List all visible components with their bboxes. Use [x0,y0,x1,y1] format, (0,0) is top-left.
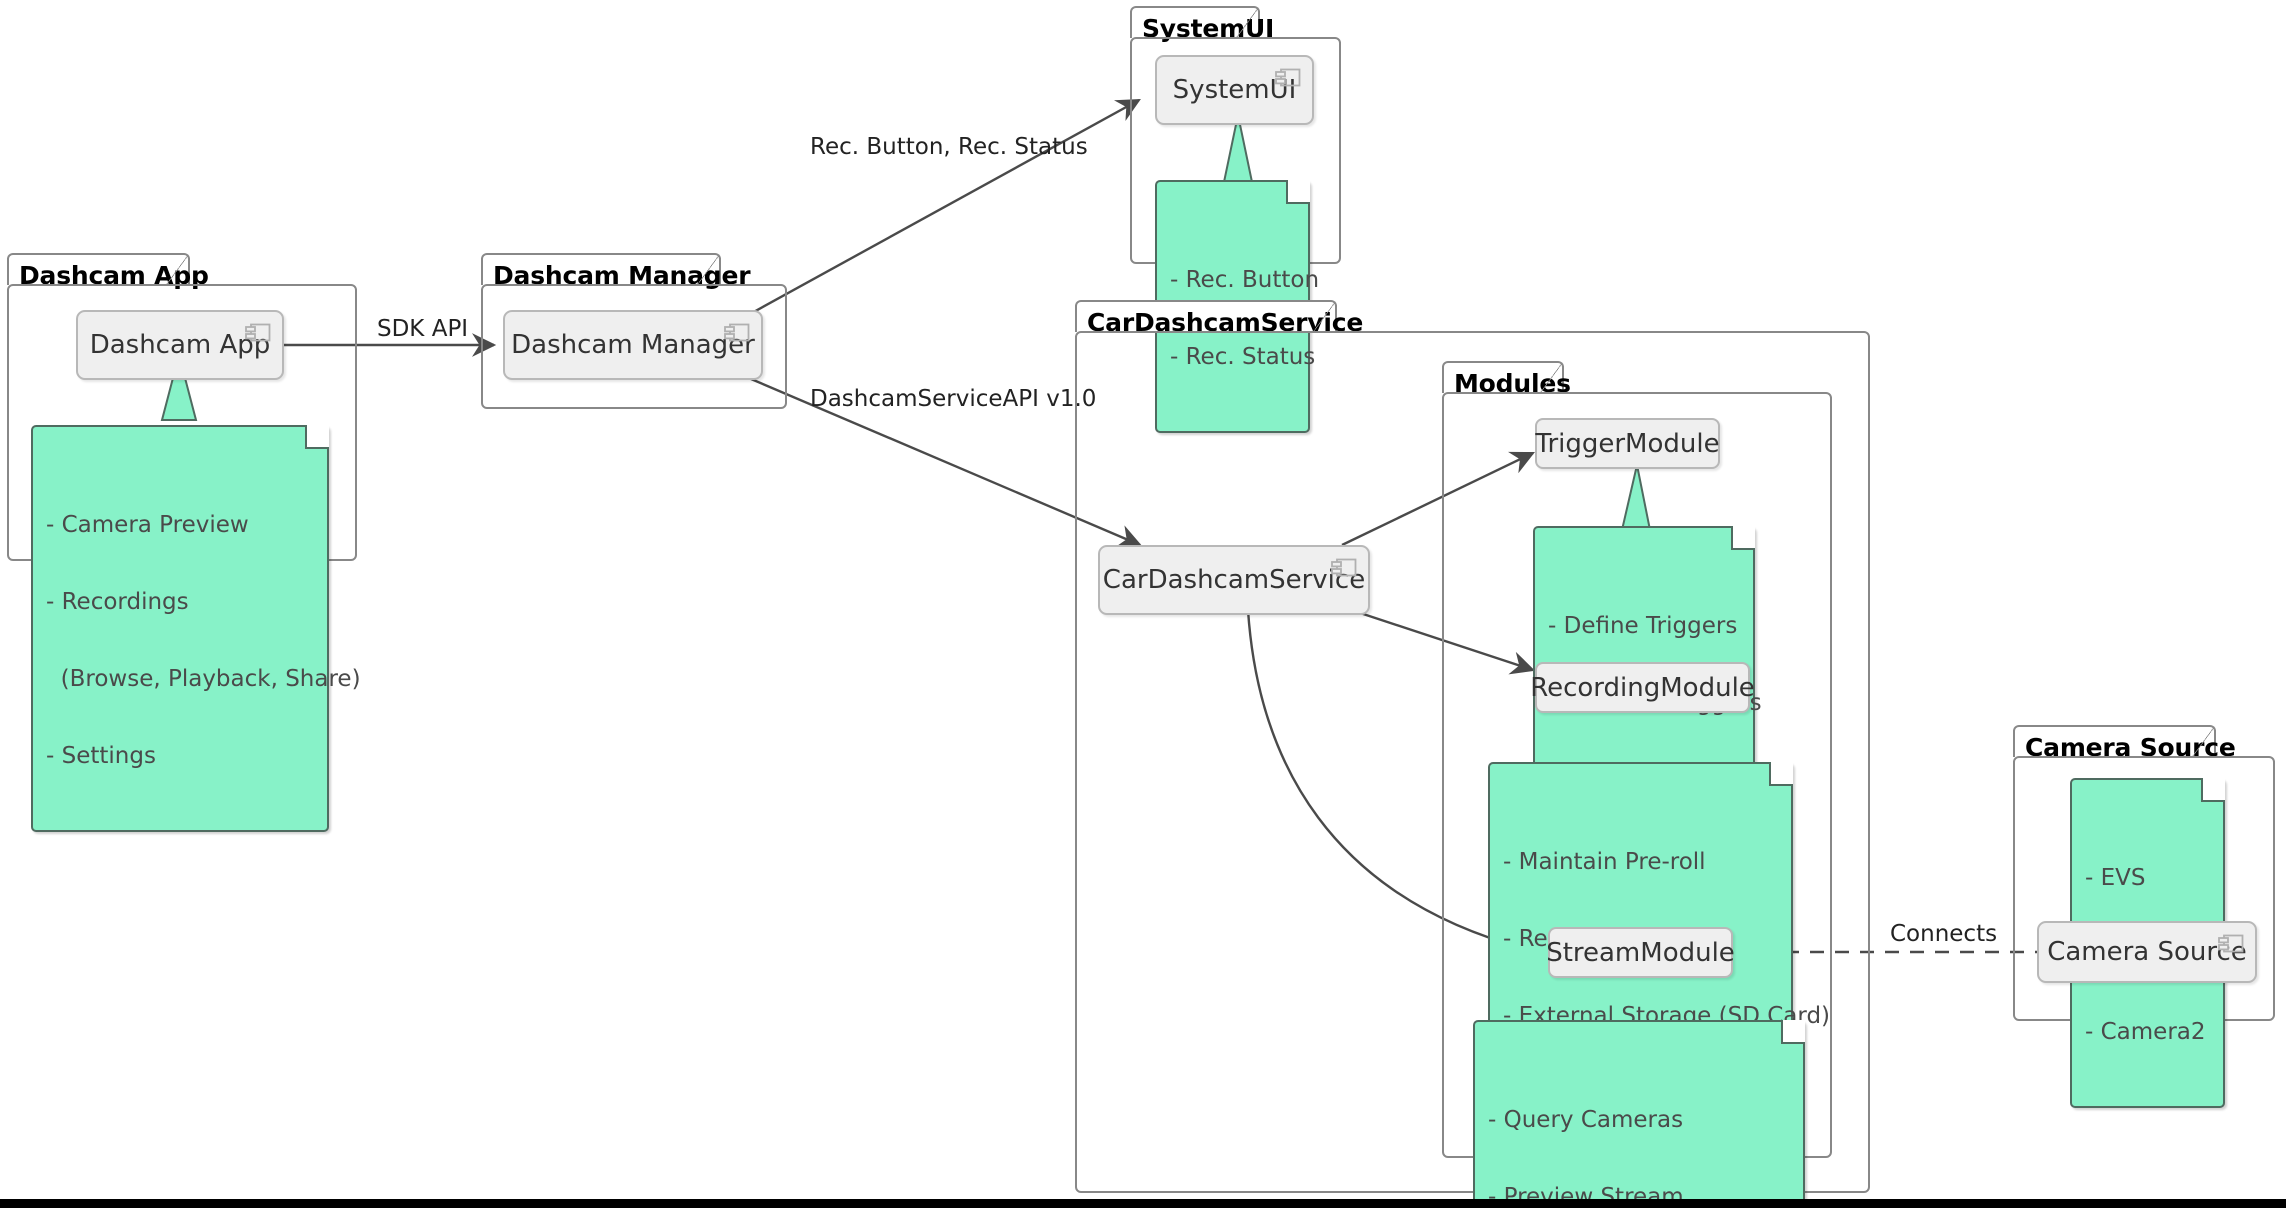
package-tab-modules: Modules [1442,361,1571,396]
package-tab-cardashcamservice: CarDashcamService [1075,300,1363,335]
note-line: - Rec. Button [1170,266,1320,293]
package-tab-dashcam-app: Dashcam App [7,253,209,288]
package-tab-dashcam-manager: Dashcam Manager [481,253,751,288]
edge-service-to-recording [1344,606,1536,675]
package-tab-camera-source: Camera Source [2013,725,2236,760]
note-fold-icon [1781,1020,1805,1044]
note-fold-icon [305,425,329,449]
component-streammodule-label: StreamModule [1546,937,1735,968]
note-line: - Settings [46,742,156,769]
component-cardashcamservice[interactable]: CarDashcamService [1098,545,1370,615]
component-icon [724,323,750,342]
edge-label-connects: Connects [1890,921,1998,947]
component-camera-source-label: Camera Source [2047,937,2247,967]
component-streammodule[interactable]: StreamModule [1546,927,1735,978]
note-line: - Query Cameras [1488,1106,1684,1133]
edge-manager-to-systemui [729,98,1141,327]
note-dashcam-app: - Camera Preview - Recordings (Browse, P… [31,425,361,832]
package-dashcam-manager [481,284,787,409]
package-cardashcamservice [1075,331,1870,1193]
note-line: (Browse, Playback, Share) [46,665,361,692]
component-recordingmodule[interactable]: RecordingModule [1530,662,1755,713]
note-fold-icon [1731,526,1755,550]
edge-manager-to-service [729,368,1143,548]
component-triggermodule[interactable]: TriggerModule [1535,418,1720,469]
component-icon [1275,68,1301,87]
note-anchor-dashcam-app [160,351,198,421]
note-line: - Recordings [46,588,189,615]
note-line: - Camera Preview [46,511,249,538]
edge-label-dashcam-service-api: DashcamServiceAPI v1.0 [810,386,1097,412]
component-systemui[interactable]: SystemUI [1155,55,1314,125]
note-fold-icon [2201,778,2225,802]
component-icon [1331,558,1357,577]
edge-label-rec-button-status: Rec. Button, Rec. Status [810,134,1088,160]
component-icon [2218,934,2244,953]
edge-service-to-trigger [1341,451,1535,547]
note-fold-icon [1286,180,1310,204]
component-recordingmodule-label: RecordingModule [1530,672,1755,703]
component-triggermodule-label: TriggerModule [1535,428,1720,459]
edge-label-sdk-api: SDK API [377,316,469,342]
note-line: - Maintain Pre-roll [1503,848,1706,875]
note-line: - Define Triggers [1548,612,1738,639]
component-dashcam-manager-label: Dashcam Manager [511,330,755,360]
note-streammodule: - Query Cameras - Preview Stream - Snaps… [1473,1020,1805,1208]
package-tab-systemui: SystemUI [1130,6,1274,41]
component-dashcam-app[interactable]: Dashcam App [76,310,284,380]
edge-service-to-stream [1246,609,1537,958]
component-cardashcamservice-label: CarDashcamService [1102,565,1366,595]
note-line: - Camera2 [2085,1018,2206,1045]
component-dashcam-manager[interactable]: Dashcam Manager [503,310,763,380]
note-line: - EVS [2085,864,2146,891]
component-camera-source[interactable]: Camera Source [2037,921,2257,983]
note-fold-icon [1769,762,1793,786]
bottom-border-bar [0,1199,2286,1208]
component-icon [245,323,271,342]
component-dashcam-app-label: Dashcam App [89,330,271,360]
